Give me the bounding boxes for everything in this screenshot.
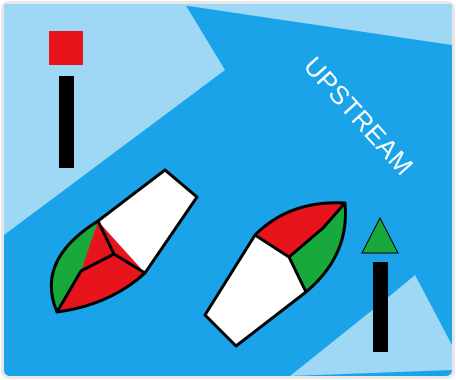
left-boat-hull (98, 170, 197, 273)
left-boat-green-panel (51, 221, 98, 312)
starboard-marker-post (373, 262, 388, 352)
shore-bottom-right (290, 275, 452, 376)
right-boat-divider (254, 202, 347, 293)
right-boat-red-panel (255, 202, 345, 257)
left-boat-divider (55, 220, 146, 313)
port-marker-top (49, 31, 83, 65)
right-boat-outline (203, 201, 348, 348)
shore-top-right (175, 4, 452, 45)
left-boat (49, 168, 199, 314)
starboard-marker-top (361, 216, 399, 254)
starboard-marker (361, 216, 399, 352)
port-marker-post (59, 76, 74, 168)
right-boat-hull (205, 235, 306, 346)
right-boat (203, 201, 348, 348)
right-boat-green-panel (289, 203, 346, 292)
port-marker (49, 31, 83, 168)
